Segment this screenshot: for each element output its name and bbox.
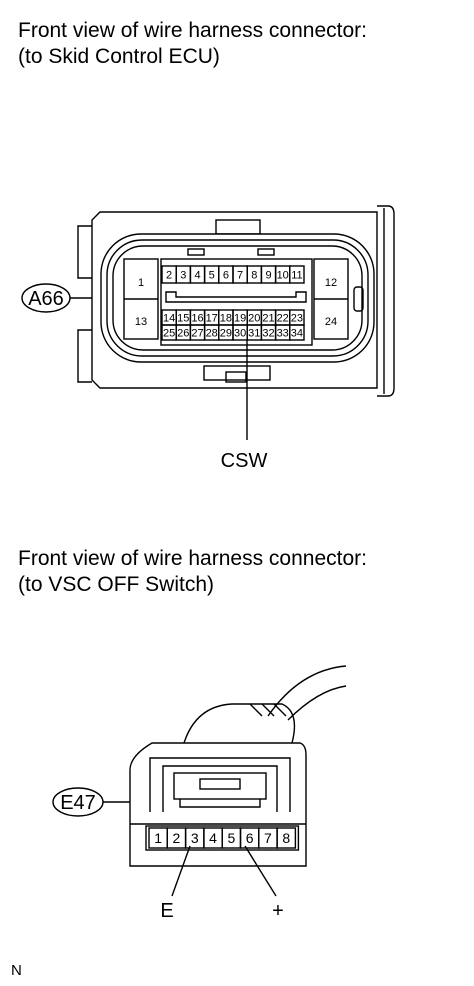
a66-pin-20-number: 20 <box>248 313 260 325</box>
a66-pin-9-number: 9 <box>265 270 271 282</box>
a66-pin-11-number: 11 <box>291 270 302 282</box>
e47-pin-row-frame <box>145 825 300 851</box>
plus-leader-line <box>244 845 277 897</box>
a66-pin-15-number: 15 <box>177 313 189 325</box>
a66-pin-27-number: 27 <box>191 328 203 340</box>
a66-pin-22-number: 22 <box>277 313 289 325</box>
a66-pin-5-number: 5 <box>209 270 215 282</box>
a66-pin-33-number: 33 <box>277 328 289 340</box>
caption-line-1: Front view of wire harness connector: <box>18 547 367 570</box>
a66-pin-18-number: 18 <box>220 313 232 325</box>
caption-vsc-off-switch: Front view of wire harness connector: (t… <box>18 546 367 598</box>
a66-pin-30-number: 30 <box>234 328 246 340</box>
a66-bump-right <box>257 248 275 256</box>
a66-pin-26-number: 26 <box>177 328 189 340</box>
a66-pin-29-number: 29 <box>220 328 232 340</box>
a66-middle-block <box>160 258 313 346</box>
a66-housing <box>91 211 378 389</box>
a66-pin-8-number: 8 <box>251 270 257 282</box>
e47-pin-1-number: 1 <box>154 830 162 846</box>
a66-face-inner <box>106 239 369 357</box>
a66-code-label: A66 <box>28 288 64 310</box>
e47-latch-window <box>199 778 241 790</box>
a66-face-inner2 <box>112 245 363 351</box>
a66-pin-31-number: 31 <box>248 328 260 340</box>
a66-pin-10-number: 10 <box>277 270 289 282</box>
e47-wire-jacket <box>183 703 296 744</box>
plus-signal-label: + <box>272 900 284 922</box>
e47-code-label: E47 <box>60 792 96 814</box>
a66-left-latch-upper <box>77 225 92 279</box>
e47-inner-frame <box>149 757 291 812</box>
e47-pin-6-number: 6 <box>246 830 254 846</box>
a66-pin-25-number: 25 <box>163 328 175 340</box>
csw-signal-label: CSW <box>221 450 268 472</box>
a66-pin-4-number: 4 <box>194 270 200 282</box>
caption-line-1: Front view of wire harness connector: <box>18 19 367 42</box>
caption-line-2: (to Skid Control ECU) <box>18 45 220 68</box>
caption-line-2: (to VSC OFF Switch) <box>18 573 215 596</box>
e47-wire-wrap <box>249 703 287 717</box>
a66-pin-32-number: 32 <box>262 328 274 340</box>
e47-wire-lower <box>287 685 347 721</box>
e-signal-label: E <box>160 900 173 922</box>
a66-bottom-tab <box>203 365 271 381</box>
a66-pin-13-number: 13 <box>135 316 147 328</box>
a66-pin-34-cell <box>289 324 305 341</box>
a66-pin-11-cell <box>289 265 305 284</box>
e47-pin-7-number: 7 <box>264 830 272 846</box>
a66-pin-14-number: 14 <box>163 313 175 325</box>
a66-pin-1-number: 1 <box>138 277 144 289</box>
e47-latch <box>173 772 267 800</box>
a66-pin-19-number: 19 <box>234 313 246 325</box>
a66-top-tab <box>215 219 261 235</box>
corner-mark: N <box>11 962 22 979</box>
caption-skid-control-ecu: Front view of wire harness connector: (t… <box>18 18 367 70</box>
a66-face-outer <box>100 233 375 363</box>
a66-pin-7-number: 7 <box>237 270 243 282</box>
a66-right-latch <box>377 205 395 397</box>
e47-pin-4-number: 4 <box>209 830 217 846</box>
e47-pin-2-number: 2 <box>173 830 181 846</box>
a66-pin-23-number: 23 <box>291 313 303 325</box>
a66-pin-21-number: 21 <box>262 313 274 325</box>
e47-pin-5-number: 5 <box>227 830 235 846</box>
a66-side-clip <box>353 286 364 312</box>
a66-bottom-notch <box>225 371 247 383</box>
a66-bump-left <box>187 248 205 256</box>
a66-pin-12-number: 12 <box>325 277 337 289</box>
a66-pin-2-number: 2 <box>166 270 172 282</box>
a66-pin-16-number: 16 <box>191 313 203 325</box>
e47-inner-frame2 <box>162 765 278 812</box>
e47-pin-3-number: 3 <box>191 830 199 846</box>
a66-left-latch-lower <box>77 329 92 383</box>
e47-pin-8-number: 8 <box>282 830 290 846</box>
e47-latch-hook <box>179 799 261 808</box>
a66-key-shape <box>165 291 307 303</box>
e47-wire-upper <box>267 665 347 717</box>
e47-pin-8-cell <box>276 827 297 849</box>
a66-pin-6-number: 6 <box>223 270 229 282</box>
a66-pin-24-number: 24 <box>325 316 337 328</box>
a66-pin-28-number: 28 <box>206 328 218 340</box>
a66-pin-17-number: 17 <box>206 313 218 325</box>
e-leader-line <box>171 845 191 897</box>
a66-pin-3-number: 3 <box>180 270 186 282</box>
a66-pin-34-number: 34 <box>291 328 303 340</box>
